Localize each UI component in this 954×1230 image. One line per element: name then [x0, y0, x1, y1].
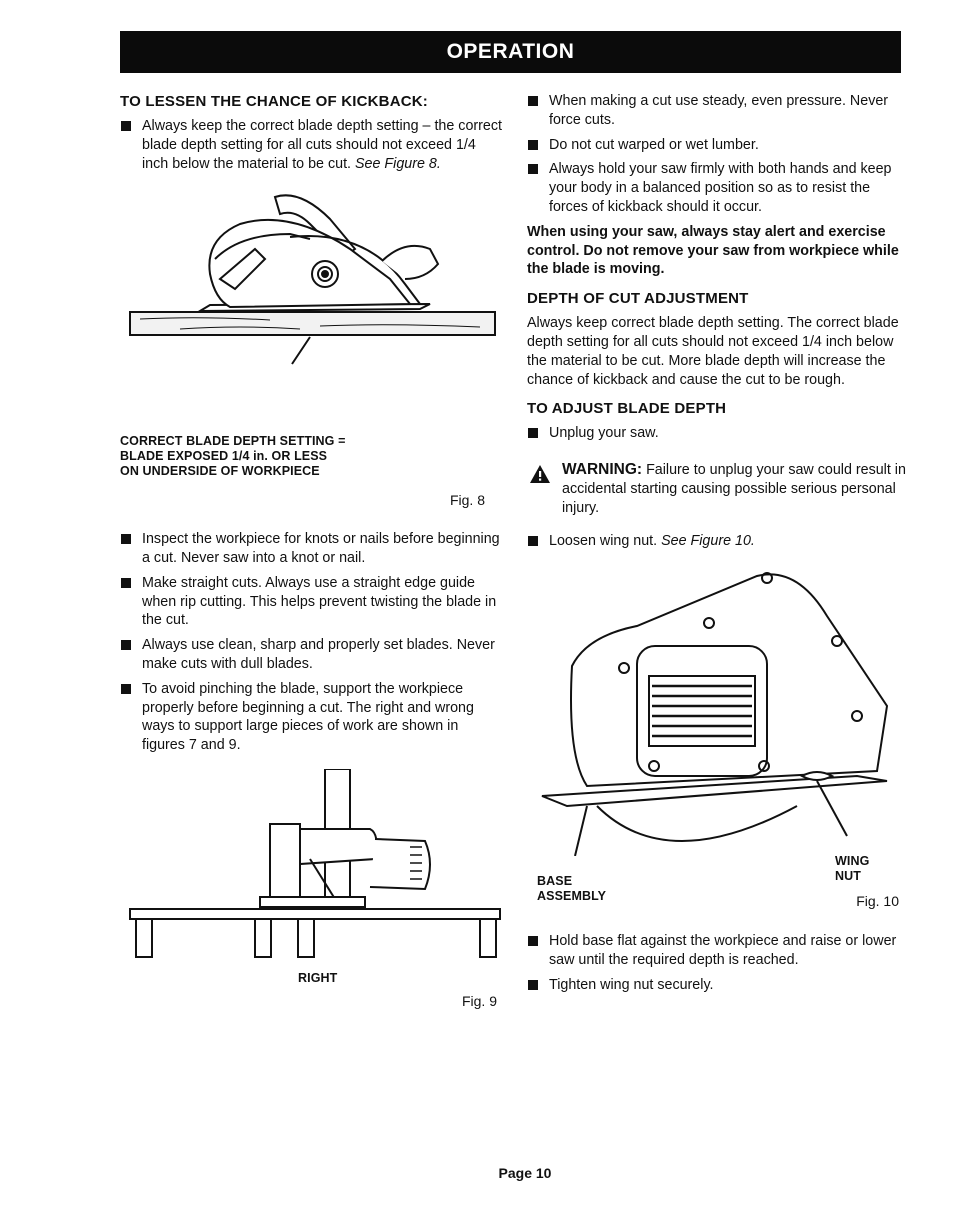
fig8-label: Fig. 8	[449, 492, 485, 509]
bullet-warped-lumber: Do not cut warped or wet lumber.	[527, 136, 907, 155]
figure-reference: See Figure 8.	[355, 155, 441, 172]
bullet-text: When making a cut use steady, even press…	[549, 93, 889, 128]
label-line: ASSEMBLY	[537, 889, 607, 904]
bullet-steady-pressure: When making a cut use steady, even press…	[527, 92, 907, 130]
bullet-inspect: Inspect the workpiece for knots or nails…	[120, 530, 505, 568]
bullet-loosen-wing-nut: Loosen wing nut. See Figure 10.	[527, 532, 907, 551]
kickback-heading: TO LESSEN THE CHANCE OF KICKBACK:	[120, 93, 428, 110]
bullet-sharp-blades: Always use clean, sharp and properly set…	[120, 636, 505, 674]
warning-triangle-icon	[530, 465, 550, 484]
bullet-text: Inspect the workpiece for knots or nails…	[142, 531, 500, 566]
fig8-caption: CORRECT BLADE DEPTH SETTING = BLADE EXPO…	[120, 434, 505, 479]
base-assembly-label: BASE ASSEMBLY	[537, 874, 606, 904]
depth-paragraph: Always keep correct blade depth setting.…	[527, 315, 899, 388]
bullet-blade-depth: Always keep the correct blade depth sett…	[120, 117, 505, 173]
depth-heading: DEPTH OF CUT ADJUSTMENT	[527, 290, 749, 308]
label-line: NUT	[835, 869, 861, 884]
bullet-support-workpiece: To avoid pinching the blade, support the…	[120, 680, 505, 755]
bullet-text: Unplug your saw.	[549, 425, 659, 442]
caption-line: ON UNDERSIDE OF WORKPIECE	[120, 464, 320, 479]
bullet-tighten-wing-nut: Tighten wing nut securely.	[527, 976, 907, 995]
figure-9	[120, 767, 505, 969]
saw-side-view-illustration	[129, 194, 496, 365]
figure-reference: See Figure 10.	[661, 532, 755, 549]
left-column: TO LESSEN THE CHANCE OF KICKBACK: Always…	[120, 92, 505, 1011]
figure-8	[120, 179, 505, 434]
warning-block: WARNING: Failure to unplug your saw coul…	[527, 461, 907, 517]
bullet-text: Loosen wing nut.	[549, 532, 658, 549]
fig9-caption: RIGHT	[298, 970, 338, 985]
bullet-text: Always use clean, sharp and properly set…	[142, 637, 495, 672]
bullet-text: Make straight cuts. Always use a straigh…	[142, 574, 497, 629]
page-number: Page 10	[498, 1165, 552, 1181]
bullet-text: Do not cut warped or wet lumber.	[549, 136, 759, 153]
bullet-text: Always hold your saw firmly with both ha…	[549, 161, 892, 215]
label-line: WING	[835, 854, 870, 869]
warning-label: WARNING:	[562, 461, 643, 479]
right-column: When making a cut use steady, even press…	[527, 92, 907, 1001]
saw-front-view-illustration	[541, 572, 889, 857]
wing-nut-label: WING NUT	[835, 854, 869, 884]
bullet-text: To avoid pinching the blade, support the…	[142, 680, 474, 754]
bullet-text: Always keep the correct blade depth sett…	[142, 118, 503, 172]
caption-line: BLADE EXPOSED 1/4 in. OR LESS	[120, 449, 328, 464]
bullet-unplug: Unplug your saw.	[527, 424, 907, 443]
caption-line: CORRECT BLADE DEPTH SETTING =	[120, 434, 346, 449]
bullet-hold-firmly: Always hold your saw firmly with both ha…	[527, 160, 907, 216]
bullet-straight-cuts: Make straight cuts. Always use a straigh…	[120, 574, 505, 630]
fig10-label: Fig. 10	[856, 893, 899, 910]
warning-text: Failure to unplug your saw could result …	[562, 462, 906, 516]
figure-10: BASE ASSEMBLY WING NUT Fig. 10	[527, 556, 907, 916]
bullet-hold-base-flat: Hold base flat against the workpiece and…	[527, 932, 907, 970]
alert-paragraph: When using your saw, always stay alert a…	[527, 223, 899, 278]
adjust-heading: TO ADJUST BLADE DEPTH	[527, 400, 727, 418]
workpiece-support-illustration	[129, 767, 501, 958]
fig9-label: Fig. 9	[461, 992, 497, 1009]
section-header: OPERATION	[120, 31, 901, 73]
bullet-text: Tighten wing nut securely.	[549, 976, 714, 993]
label-line: BASE	[537, 874, 573, 889]
bullet-text: Hold base flat against the workpiece and…	[549, 933, 897, 969]
